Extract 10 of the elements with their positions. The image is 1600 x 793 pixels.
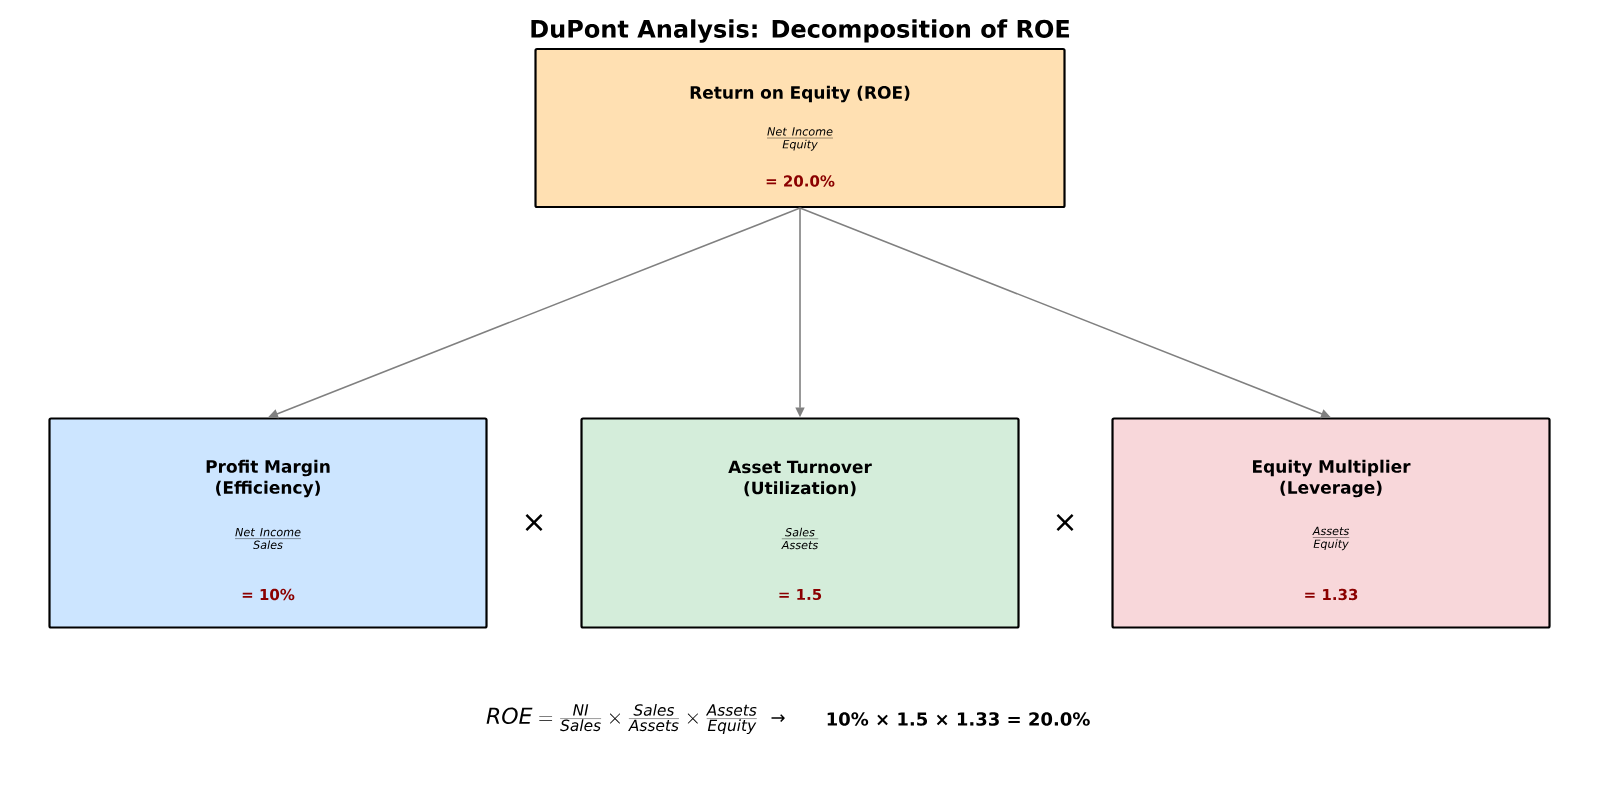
ratio-box: Asset Turnover (Utilization) $\frac{Sales}{Assets}$ = 1.5 [580,417,1020,629]
arrow-symbol: → [771,714,785,722]
ratio-box: Equity Multiplier (Leverage) $\frac{Assets}{Equity}$ = 1.33 [1111,417,1551,629]
formula: $ROE = \frac{NI}{Sales} \times \frac{Sales}{Assets} \times \frac{Assets}{Equity}$ [486,703,757,735]
ratio-box: Return on Equity (ROE) $\frac{Net\ Income}{Equity}$ = 20.0% [534,47,1066,209]
multiply-sign: × [525,514,543,532]
ratio-box: Profit Margin (Efficiency) $\frac{Net\ Income}{Sales}$ = 10% [48,417,488,629]
title: DuPont Analysis: Decomposition of ROE [531,19,1070,43]
multiply-sign: × [1056,514,1074,532]
equation: 10% × 1.5 × 1.33 = 20.0% [827,712,1090,726]
